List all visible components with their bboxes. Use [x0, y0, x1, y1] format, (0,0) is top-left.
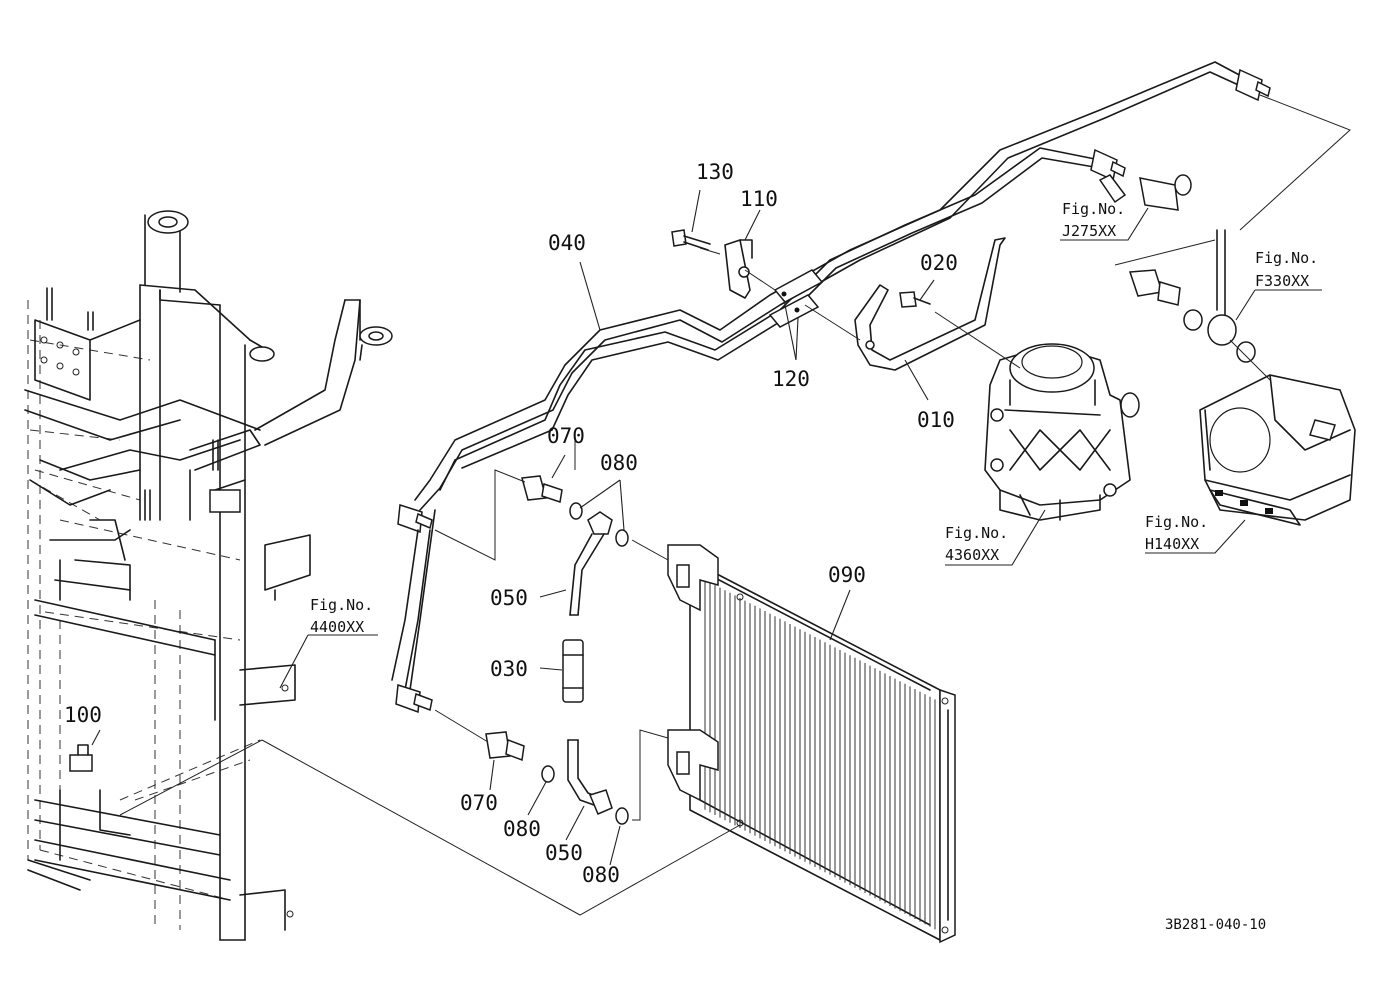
figure-references: Fig.No. J275XX Fig.No. F330XX Fig.No. 43… [310, 200, 1318, 636]
o-ring-080-mid [615, 529, 629, 547]
callout-090: 090 [828, 563, 866, 587]
bolt-020 [899, 291, 931, 308]
callout-080-mid: 080 [503, 817, 541, 841]
callout-050-upper: 050 [490, 586, 528, 610]
callout-040: 040 [548, 231, 586, 255]
callout-010: 010 [917, 408, 955, 432]
assembly-lines [119, 94, 1351, 916]
bolt-130 [671, 229, 711, 251]
fig-ref-label: Fig.No. [945, 524, 1008, 542]
callout-080-upper: 080 [600, 451, 638, 475]
callout-labels: 010 020 030 040 050 050 070 070 080 080 … [64, 160, 958, 887]
o-ring-080-upper [569, 502, 583, 520]
bracket-110 [724, 239, 753, 299]
callout-050-lower: 050 [545, 841, 583, 865]
o-ring-080-lower-left [541, 765, 555, 783]
callout-100: 100 [64, 703, 102, 727]
drawing-number: 3B281-040-10 [1165, 917, 1266, 933]
callout-120: 120 [772, 367, 810, 391]
fig-ref-code-4400: 4400XX [310, 618, 364, 636]
pipe-fitting-top [1235, 68, 1271, 102]
pipe-040 [391, 61, 1271, 714]
callout-080-lower: 080 [582, 863, 620, 887]
fitting-070-upper [521, 475, 563, 503]
callout-020: 020 [920, 251, 958, 275]
callout-leaders [91, 189, 1322, 866]
fig-ref-label: Fig.No. [1145, 513, 1208, 531]
fig-ref-label: Fig.No. [1062, 200, 1125, 218]
callout-070-upper: 070 [547, 424, 585, 448]
pressure-switch-parts [1098, 174, 1256, 363]
callout-110: 110 [740, 187, 778, 211]
fig-ref-code-j275: J275XX [1062, 222, 1116, 240]
hose-050-upper [569, 511, 613, 616]
fig-ref-label: Fig.No. [1255, 249, 1318, 267]
pipe-fitting-mid [1090, 148, 1126, 182]
pipe-clamp-120 [768, 269, 824, 328]
pipe-fitting-left-top [397, 504, 433, 534]
fig-ref-code-h140: H140XX [1145, 535, 1199, 553]
alternator [1199, 374, 1356, 526]
receiver-drier-030 [562, 639, 584, 703]
fig-ref-code-4360: 4360XX [945, 546, 999, 564]
tractor-frame [24, 210, 393, 941]
fig-ref-label: Fig.No. [310, 596, 373, 614]
callout-130: 130 [696, 160, 734, 184]
bracket-010 [854, 237, 1006, 371]
o-ring-080-lower-right [615, 807, 629, 825]
callout-070-lower: 070 [460, 791, 498, 815]
fitting-070-lower [485, 731, 525, 762]
condenser-090 [667, 544, 956, 944]
callout-030: 030 [490, 657, 528, 681]
fig-ref-code-f330: F330XX [1255, 272, 1309, 290]
hose-050-lower [567, 739, 613, 815]
pipe-fitting-left-bottom [395, 684, 433, 714]
compressor [984, 343, 1140, 521]
